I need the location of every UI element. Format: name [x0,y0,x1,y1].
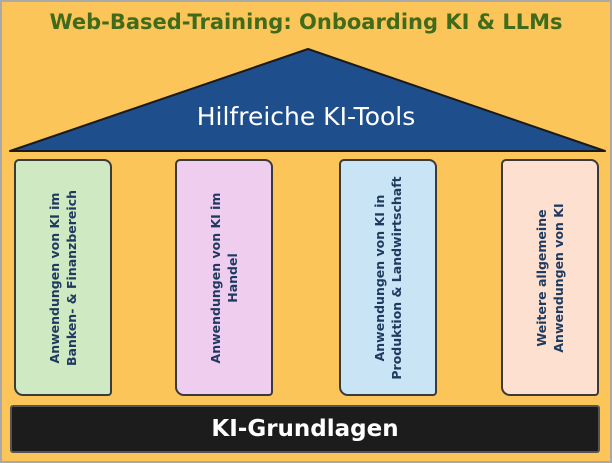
pillar-banking-line2: Banken- & Finanzbereich [64,189,79,366]
pillar-general-line1: Weitere allgemeine [534,208,549,347]
page-title: Web-Based-Training: Onboarding KI & LLMs [49,10,563,34]
pillar-production-label: Anwendungen von KI in Produktion & Landw… [371,165,405,390]
foundation-label: KI-Grundlagen [211,416,399,442]
pillar-general-line2: Anwendungen von KI [551,202,566,353]
pillar-production: Anwendungen von KI in Produktion & Landw… [339,159,437,396]
pillar-retail: Anwendungen von KI im Handel [175,159,273,396]
pillar-banking-label: Anwendungen von KI im Banken- & Finanzbe… [46,165,80,390]
pillar-banking: Anwendungen von KI im Banken- & Finanzbe… [14,159,112,396]
pillar-production-line1: Anwendungen von KI in [372,194,387,361]
pillar-banking-line1: Anwendungen von KI im [47,192,62,363]
pillar-retail-label: Anwendungen von KI im Handel [207,165,241,390]
pillar-retail-line1: Anwendungen von KI im [208,192,223,363]
roof-label: Hilfreiche KI-Tools [196,102,416,131]
pillar-general-label: Weitere allgemeine Anwendungen von KI [533,165,567,390]
pillar-general: Weitere allgemeine Anwendungen von KI [501,159,599,396]
pillar-retail-line2: Handel [225,252,240,303]
foundation-base: KI-Grundlagen [10,405,600,453]
roof-shape [9,48,606,152]
pillar-production-line2: Produktion & Landwirtschaft [389,175,404,380]
roof [9,48,606,152]
